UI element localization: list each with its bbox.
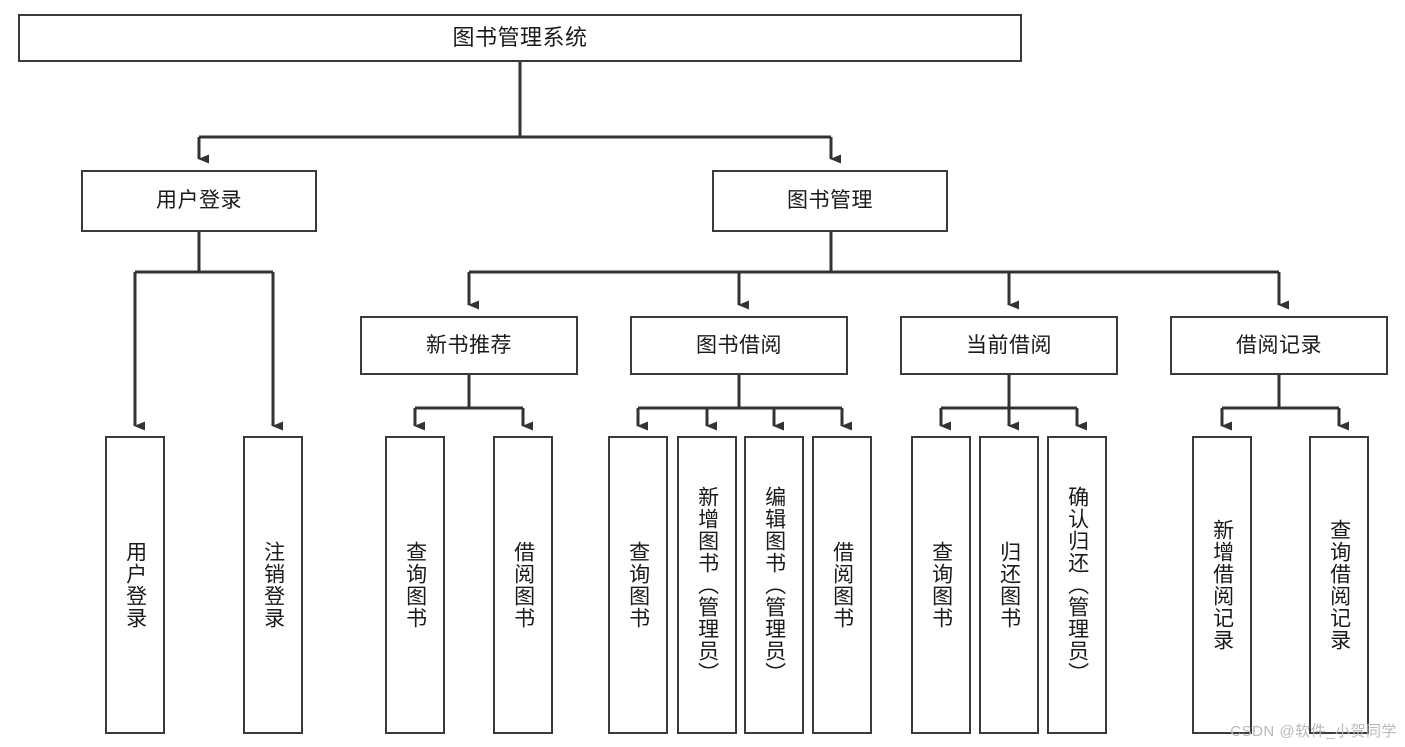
node-leaf-borrow-record-add-label: 新增借阅记录 [1210,519,1234,651]
node-new-book-recommend[interactable]: 新书推荐 [360,316,578,375]
node-user-login[interactable]: 用户登录 [81,170,317,232]
node-leaf-book-borrow-edit[interactable]: 编辑图书（管理员） [744,436,804,734]
node-leaf-book-borrow-add[interactable]: 新增图书（管理员） [677,436,737,734]
node-book-management[interactable]: 图书管理 [712,170,948,232]
node-current-borrow[interactable]: 当前借阅 [900,316,1118,375]
node-root-label: 图书管理系统 [452,24,588,50]
node-user-login-label: 用户登录 [156,189,242,213]
node-book-borrow-label: 图书借阅 [696,333,782,357]
node-leaf-new-book-borrow[interactable]: 借阅图书 [493,436,553,734]
node-root-book-management-system[interactable]: 图书管理系统 [18,14,1022,62]
node-leaf-book-borrow-add-label: 新增图书（管理员） [695,486,719,684]
node-borrow-record-label: 借阅记录 [1236,333,1322,357]
node-leaf-current-borrow-return[interactable]: 归还图书 [979,436,1039,734]
node-book-borrow[interactable]: 图书借阅 [630,316,848,375]
node-leaf-current-borrow-query[interactable]: 查询图书 [911,436,971,734]
node-book-management-label: 图书管理 [787,189,873,213]
node-leaf-current-borrow-confirm-label: 确认归还（管理员） [1065,486,1089,684]
node-new-book-recommend-label: 新书推荐 [426,333,512,357]
node-leaf-current-borrow-return-label: 归还图书 [997,541,1021,629]
node-leaf-current-borrow-confirm[interactable]: 确认归还（管理员） [1047,436,1107,734]
node-leaf-book-borrow-query[interactable]: 查询图书 [608,436,668,734]
node-leaf-user-login-logout[interactable]: 注销登录 [243,436,303,734]
node-leaf-current-borrow-query-label: 查询图书 [929,541,953,629]
node-leaf-book-borrow-edit-label: 编辑图书（管理员） [762,486,786,684]
node-leaf-user-login-login[interactable]: 用户登录 [105,436,165,734]
node-leaf-user-login-logout-label: 注销登录 [261,541,285,629]
node-current-borrow-label: 当前借阅 [966,333,1052,357]
node-leaf-new-book-query-label: 查询图书 [403,541,427,629]
node-leaf-new-book-query[interactable]: 查询图书 [385,436,445,734]
node-leaf-borrow-record-query-label: 查询借阅记录 [1327,519,1351,651]
node-borrow-record[interactable]: 借阅记录 [1170,316,1388,375]
node-leaf-book-borrow-query-label: 查询图书 [626,541,650,629]
node-leaf-book-borrow-borrow[interactable]: 借阅图书 [812,436,872,734]
node-leaf-user-login-login-label: 用户登录 [123,541,147,629]
node-leaf-borrow-record-add[interactable]: 新增借阅记录 [1192,436,1252,734]
node-leaf-new-book-borrow-label: 借阅图书 [511,541,535,629]
node-leaf-borrow-record-query[interactable]: 查询借阅记录 [1309,436,1369,734]
node-leaf-book-borrow-borrow-label: 借阅图书 [830,541,854,629]
